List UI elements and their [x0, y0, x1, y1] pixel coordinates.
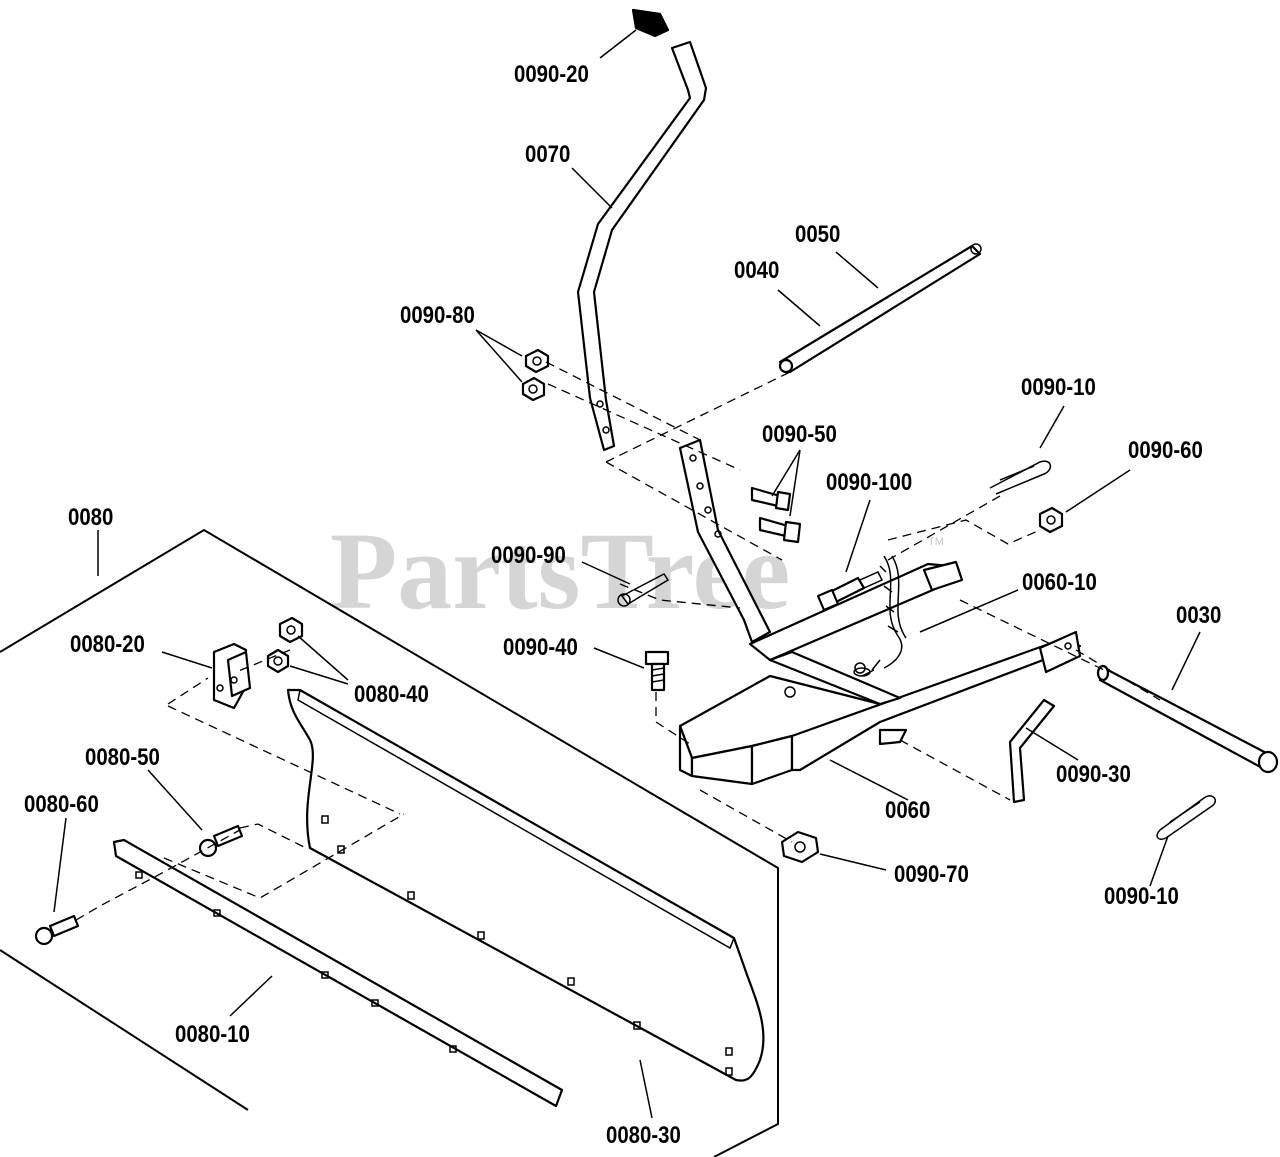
- label-0060-10[interactable]: 0060-10: [1022, 568, 1097, 595]
- label-0090-60[interactable]: 0090-60: [1128, 436, 1203, 463]
- label-0080-20[interactable]: 0080-20: [70, 630, 145, 657]
- hex-nut-0090-70[interactable]: [780, 830, 820, 864]
- part-labels: 0090-20 0070 0050 0040 0090-80 0090-10 0…: [24, 60, 1221, 1148]
- pivot-pin-0030[interactable]: [1096, 664, 1279, 774]
- label-0080-40[interactable]: 0080-40: [354, 680, 429, 707]
- label-0090-10-bottom[interactable]: 0090-10: [1104, 882, 1179, 909]
- label-0060[interactable]: 0060: [885, 796, 930, 823]
- blade-assembly-frame: [0, 528, 779, 1157]
- label-0050[interactable]: 0050: [795, 220, 840, 247]
- label-0090-10-top[interactable]: 0090-10: [1021, 373, 1096, 400]
- label-0090-80[interactable]: 0090-80: [400, 301, 475, 328]
- wear-bar-part[interactable]: [112, 838, 564, 1108]
- cotter-pin-0090-90[interactable]: [617, 573, 670, 607]
- leader-lines: [53, 29, 1201, 1119]
- label-0080-50[interactable]: 0080-50: [85, 743, 160, 770]
- hair-pin-top[interactable]: [989, 460, 1052, 495]
- label-0030[interactable]: 0030: [1176, 601, 1221, 628]
- label-0090-40[interactable]: 0090-40: [503, 633, 578, 660]
- label-0070[interactable]: 0070: [525, 140, 570, 167]
- bolt-0090-100[interactable]: [816, 576, 866, 612]
- blade-part[interactable]: [286, 688, 765, 1082]
- upright-bracket-part[interactable]: [678, 438, 772, 644]
- hex-nut-0090-60[interactable]: [1038, 506, 1064, 534]
- hair-pin-bottom[interactable]: [1156, 795, 1216, 841]
- lift-handle-part[interactable]: [576, 40, 708, 452]
- bolts-0090-50[interactable]: [750, 486, 802, 544]
- bolt-0080-60[interactable]: [34, 914, 80, 946]
- assembly-dashed-lines: [75, 361, 1161, 921]
- blade-bracket-part[interactable]: [212, 642, 252, 710]
- label-0090-50[interactable]: 0090-50: [762, 420, 837, 447]
- label-0090-20[interactable]: 0090-20: [514, 60, 589, 87]
- label-0090-30[interactable]: 0090-30: [1056, 760, 1131, 787]
- label-0040[interactable]: 0040: [734, 256, 779, 283]
- hex-nuts-0090-80[interactable]: [521, 348, 550, 402]
- handle-grip-part[interactable]: [631, 8, 670, 38]
- bent-pin-0090-30[interactable]: [1008, 698, 1056, 804]
- label-0090-70[interactable]: 0090-70: [894, 860, 969, 887]
- watermark-tm: TM: [928, 536, 944, 548]
- label-0090-100[interactable]: 0090-100: [826, 468, 912, 495]
- bolt-0090-40[interactable]: [644, 650, 670, 692]
- label-0090-90[interactable]: 0090-90: [491, 541, 566, 568]
- main-frame-part[interactable]: [678, 560, 1082, 786]
- label-0080-10[interactable]: 0080-10: [175, 1020, 250, 1047]
- label-0080-60[interactable]: 0080-60: [24, 790, 99, 817]
- label-0080[interactable]: 0080: [68, 503, 113, 530]
- label-0080-30[interactable]: 0080-30: [606, 1121, 681, 1148]
- hex-nuts-0080-40[interactable]: [266, 616, 304, 674]
- lift-rod-part[interactable]: [778, 243, 982, 374]
